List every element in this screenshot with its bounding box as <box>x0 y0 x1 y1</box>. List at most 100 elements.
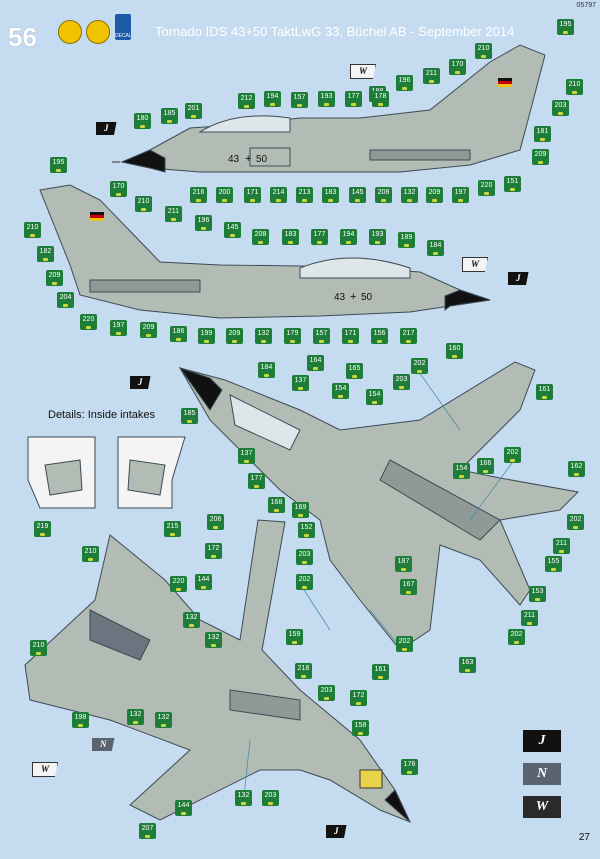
decal-number-chip: 181 <box>534 126 551 142</box>
decal-number-chip: 171 <box>244 187 261 203</box>
decal-number-chip: 217 <box>400 328 417 344</box>
decal-number-chip: 157 <box>313 328 330 344</box>
serial-lower-b: 50 <box>361 292 373 303</box>
decal-number-chip: 220 <box>478 180 495 196</box>
decal-number-chip: 154 <box>453 463 470 479</box>
color-tag-N: N <box>92 738 115 751</box>
decal-number-chip: 164 <box>307 355 324 371</box>
decal-number-chip: 210 <box>24 222 41 238</box>
decal-number-chip: 184 <box>427 240 444 256</box>
decal-number-chip: 167 <box>400 579 417 595</box>
decal-number-chip: 193 <box>369 229 386 245</box>
decal-number-chip: 216 <box>190 187 207 203</box>
decal-number-chip: 210 <box>475 43 492 59</box>
legend-J: J <box>523 730 561 752</box>
color-tag-J: J <box>130 376 151 389</box>
legend-W: W <box>523 796 561 818</box>
decal-number-chip: 196 <box>195 215 212 231</box>
decal-number-chip: 211 <box>165 206 182 222</box>
decal-number-chip: 203 <box>393 374 410 390</box>
color-tag-W: W <box>350 64 377 79</box>
color-tag-J: J <box>508 272 529 285</box>
decal-number-chip: 144 <box>175 800 192 816</box>
decal-number-chip: 213 <box>296 187 313 203</box>
decal-number-chip: 154 <box>366 389 383 405</box>
decal-number-chip: 202 <box>396 636 413 652</box>
decal-number-chip: 172 <box>350 690 367 706</box>
decal-number-chip: 197 <box>110 320 127 336</box>
decal-number-chip: 170 <box>449 59 466 75</box>
decal-number-chip: 209 <box>46 270 63 286</box>
decal-number-chip: 161 <box>536 384 553 400</box>
decal-number-chip: 199 <box>198 328 215 344</box>
decal-number-chip: 211 <box>423 68 440 84</box>
aircraft-top-view <box>178 361 580 651</box>
decal-number-chip: 209 <box>226 328 243 344</box>
decal-number-chip: 137 <box>292 375 309 391</box>
decal-number-chip: 210 <box>566 79 583 95</box>
decal-number-chip: 200 <box>216 187 233 203</box>
page-title: Tornado IDS 43+50 TaktLwG 33, Büchel AB … <box>155 24 515 39</box>
decal-number-chip: 209 <box>426 187 443 203</box>
decal-number-chip: 145 <box>349 187 366 203</box>
step-number: 56 <box>8 22 37 52</box>
decal-number-chip: 202 <box>567 514 584 530</box>
decal-number-chip: 202 <box>296 574 313 590</box>
decal-number-chip: 208 <box>375 187 392 203</box>
decal-number-chip: 195 <box>557 19 574 35</box>
decal-number-chip: 194 <box>264 91 281 107</box>
decal-number-chip: 132 <box>235 790 252 806</box>
decal-number-chip: 195 <box>50 157 67 173</box>
decal-number-chip: 185 <box>161 108 178 124</box>
decal-number-chip: 182 <box>37 246 54 262</box>
decal-number-chip: 211 <box>553 538 570 554</box>
decal-number-chip: 206 <box>207 514 224 530</box>
decal-number-chip: 156 <box>371 328 388 344</box>
decal-number-chip: 177 <box>345 91 362 107</box>
aircraft-side-view-upper <box>112 44 546 173</box>
color-tag-J: J <box>96 122 117 135</box>
decal-number-chip: 204 <box>57 292 74 308</box>
decal-number-chip: 214 <box>270 187 287 203</box>
decal-number-chip: 132 <box>127 709 144 725</box>
decal-number-chip: 159 <box>286 629 303 645</box>
decal-number-chip: 171 <box>342 328 359 344</box>
decal-number-chip: 196 <box>396 75 413 91</box>
decal-number-chip: 152 <box>298 522 315 538</box>
decal-number-chip: 177 <box>248 473 265 489</box>
decal-number-chip: 207 <box>139 823 156 839</box>
decal-number-chip: 151 <box>504 176 521 192</box>
decal-number-chip: 132 <box>401 187 418 203</box>
decal-number-chip: 209 <box>140 322 157 338</box>
decal-number-chip: 157 <box>291 92 308 108</box>
decal-number-chip: 210 <box>30 640 47 656</box>
decal-number-chip: 153 <box>529 586 546 602</box>
page-number: 27 <box>578 832 590 843</box>
serial-upper-b: 50 <box>256 154 268 165</box>
decal-number-chip: 193 <box>318 91 335 107</box>
decal-number-chip: 132 <box>205 632 222 648</box>
decal-number-chip: 220 <box>80 314 97 330</box>
decal-number-chip: 169 <box>292 502 309 518</box>
decal-number-chip: 172 <box>205 543 222 559</box>
decal-number-chip: 212 <box>238 93 255 109</box>
color-tag-J: J <box>326 825 347 838</box>
aircraft-side-view-lower <box>39 184 491 319</box>
decal-number-chip: 203 <box>552 100 569 116</box>
details-title: Details: Inside intakes <box>48 409 155 421</box>
decal-number-chip: 166 <box>477 458 494 474</box>
document-code: 05797 <box>576 2 596 9</box>
decal-number-chip: 132 <box>183 612 200 628</box>
decal-number-chip: 198 <box>72 712 89 728</box>
decal-number-chip: 132 <box>155 712 172 728</box>
decal-number-chip: 165 <box>346 363 363 379</box>
decal-number-chip: 160 <box>446 343 463 359</box>
decal-number-chip: 177 <box>311 229 328 245</box>
cross-upper: + <box>245 153 251 165</box>
cross-lower: + <box>350 291 356 303</box>
decal-number-chip: 202 <box>504 447 521 463</box>
decal-number-chip: 186 <box>170 326 187 342</box>
decal-water-icon: DECAL <box>115 14 132 40</box>
